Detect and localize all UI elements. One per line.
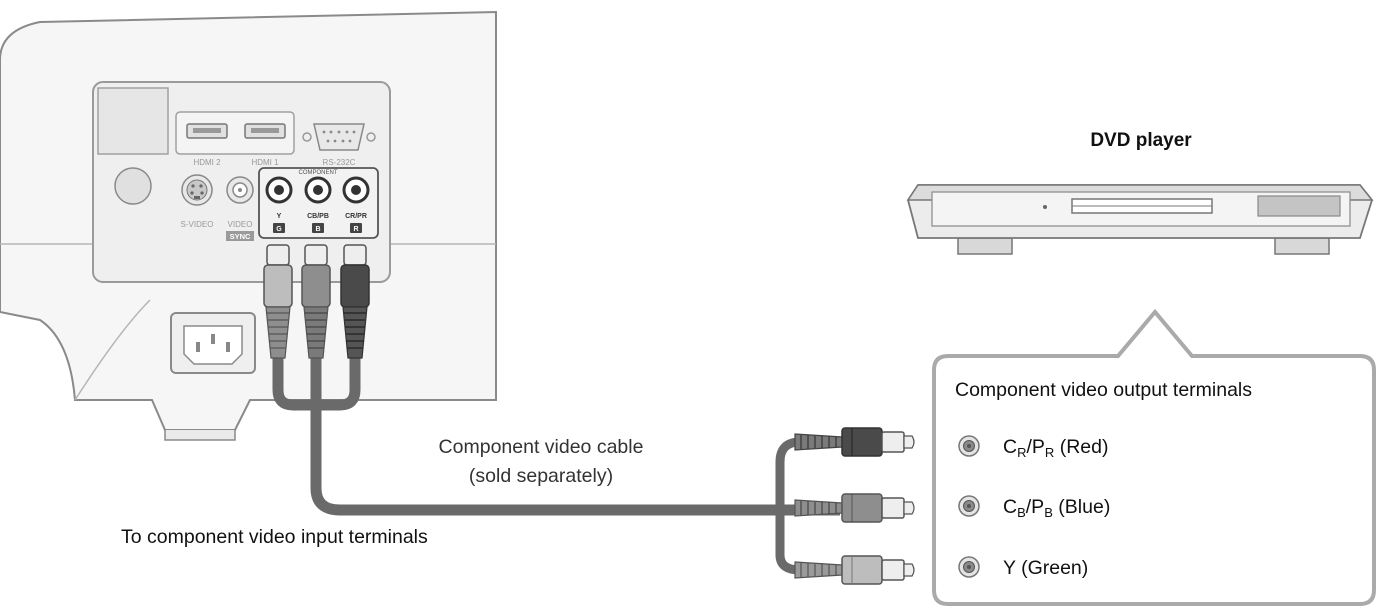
terminal-label-cr: CR/PR (Red) (1003, 436, 1109, 460)
jack-cb-label: CB/PB (307, 213, 329, 220)
output-terminals-callout (932, 308, 1376, 606)
terminal-label-cb: CB/PB (Blue) (1003, 496, 1110, 520)
ac-power-inlet (170, 312, 256, 374)
dvd-player (906, 184, 1374, 255)
dvd-plug-cb (794, 493, 915, 523)
terminal-icon-cr (958, 435, 980, 457)
dvd-plug-y (794, 555, 915, 585)
rs232c-label: RS-232C (323, 158, 356, 167)
dvd-plug-cr (794, 427, 915, 457)
jack-y-label: Y (277, 213, 282, 220)
svideo-label: S-VIDEO (181, 220, 214, 229)
video-port (226, 176, 254, 204)
plug-cr (340, 244, 370, 359)
plug-cb (301, 244, 331, 359)
sync-badge: SYNC (230, 232, 251, 241)
cable-label-line2: (sold separately) (469, 465, 613, 487)
hdmi1-port (244, 123, 286, 139)
cr-main: C (1003, 436, 1017, 458)
plug-y (263, 244, 293, 359)
y-main: Y (1003, 557, 1016, 579)
jack-cr-label: CR/PR (345, 213, 367, 220)
terminal-label-y: Y (Green) (1003, 557, 1088, 579)
panel-round-button (114, 167, 152, 205)
cb-main: C (1003, 496, 1017, 518)
callout-title: Component video output terminals (955, 379, 1252, 401)
y-suffix: (Green) (1016, 557, 1089, 579)
dvd-player-label: DVD player (1090, 130, 1192, 151)
cr-sub2: R (1045, 445, 1054, 460)
cable-label-line1: Component video cable (439, 436, 644, 458)
terminal-icon-cb (958, 495, 980, 517)
svideo-port (181, 174, 213, 206)
terminal-icon-y (958, 556, 980, 578)
cb-sub: B (1017, 505, 1026, 520)
badge-b: B (315, 226, 320, 233)
component-jack-cb (304, 176, 332, 204)
input-terminals-label: To component video input terminals (121, 526, 428, 548)
cr-main2: /P (1026, 436, 1044, 458)
cr-suffix: (Red) (1054, 436, 1108, 458)
badge-r: R (353, 226, 358, 233)
component-label: COMPONENT (299, 170, 338, 176)
cb-main2: /P (1026, 496, 1044, 518)
cb-sub2: B (1044, 505, 1053, 520)
hdmi1-label: HDMI 1 (251, 158, 279, 167)
hdmi2-label: HDMI 2 (193, 158, 221, 167)
cb-suffix: (Blue) (1053, 496, 1110, 518)
rs232c-port (302, 123, 376, 151)
badge-g: G (276, 226, 282, 233)
projector: HDMI 2 HDMI 1 RS-232C S-VIDEO (0, 10, 497, 441)
component-jack-y (265, 176, 293, 204)
cr-sub: R (1017, 445, 1026, 460)
component-jack-cr (342, 176, 370, 204)
hdmi2-port (186, 123, 228, 139)
video-label: VIDEO (228, 220, 253, 229)
